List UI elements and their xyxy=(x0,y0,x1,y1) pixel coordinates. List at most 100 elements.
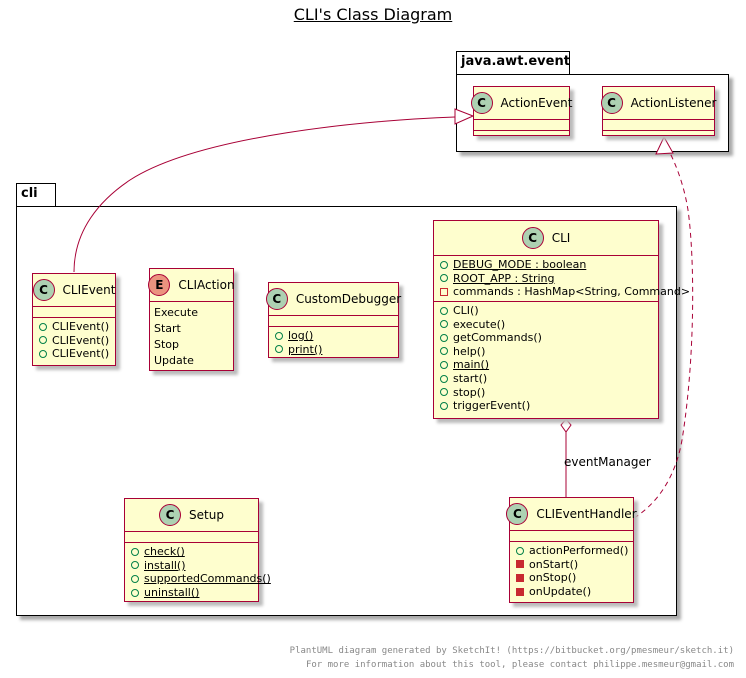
public-icon xyxy=(440,347,448,356)
public-icon xyxy=(440,260,448,269)
method-name: print() xyxy=(288,342,323,356)
realization-line xyxy=(633,152,694,519)
method-name: start() xyxy=(453,372,488,386)
class-name: CLIAction xyxy=(178,278,235,292)
class-name: CLI xyxy=(551,231,571,245)
package-tab-cli: cli xyxy=(16,183,56,207)
fields-section xyxy=(474,120,569,131)
class-icon: C xyxy=(470,92,493,114)
method-name: check() xyxy=(144,545,185,559)
fields-section: DEBUG_MODE : boolean ROOT_APP : String c… xyxy=(434,256,690,302)
fields-section xyxy=(510,531,633,542)
method-name: uninstall() xyxy=(144,586,200,600)
method-row: onUpdate() xyxy=(516,585,627,599)
class-action-listener[interactable]: C ActionListener xyxy=(600,86,716,136)
method-row: supportedCommands() xyxy=(131,572,271,586)
method-name: CLIEvent() xyxy=(52,320,110,334)
method-name: main() xyxy=(453,358,490,372)
enum-cli-action[interactable]: E CLIAction Execute Start Stop Update xyxy=(148,268,235,371)
package-name: java.awt.event xyxy=(461,54,570,69)
method-name: CLI() xyxy=(453,304,479,318)
class-icon: C xyxy=(32,279,55,301)
method-row: print() xyxy=(275,343,392,357)
method-row: actionPerformed() xyxy=(516,544,629,558)
methods-section: CLI() execute() getCommands() help() mai… xyxy=(434,302,658,415)
method-row: help() xyxy=(440,345,652,359)
method-row: check() xyxy=(131,545,252,559)
generalization-arrowhead xyxy=(454,108,475,125)
footer-line-2: For more information about this tool, pl… xyxy=(305,660,734,670)
method-name: actionPerformed() xyxy=(529,544,629,558)
method-row: uninstall() xyxy=(131,586,252,600)
class-cli[interactable]: C CLI DEBUG_MODE : boolean ROOT_APP : St… xyxy=(433,220,690,419)
public-icon xyxy=(131,547,139,556)
field-name: DEBUG_MODE : boolean xyxy=(453,258,587,272)
enum-value: Start xyxy=(154,322,181,335)
method-row: main() xyxy=(440,358,652,372)
public-icon xyxy=(440,401,448,410)
fields-section xyxy=(33,307,115,318)
package-name: cli xyxy=(21,186,38,201)
method-row: triggerEvent() xyxy=(440,399,652,413)
class-icon: C xyxy=(600,92,623,114)
method-name: stop() xyxy=(453,385,486,399)
field-row: commands : HashMap<String, Command> xyxy=(440,285,690,299)
public-icon xyxy=(440,374,448,383)
field-row: DEBUG_MODE : boolean xyxy=(440,258,652,272)
public-icon xyxy=(39,322,47,331)
class-icon: C xyxy=(521,227,544,249)
public-icon xyxy=(440,306,448,315)
enum-value: Update xyxy=(154,354,194,367)
class-header: C CLI xyxy=(434,221,658,256)
method-name: supportedCommands() xyxy=(144,572,271,586)
public-icon xyxy=(440,320,448,329)
method-name: CLIEvent() xyxy=(52,333,110,347)
method-row: onStop() xyxy=(516,571,627,585)
enum-value: Stop xyxy=(154,338,180,351)
fields-section xyxy=(125,532,258,543)
method-row: CLIEvent() xyxy=(39,334,109,348)
class-header: E CLIAction xyxy=(148,269,235,302)
class-header: C CLIEventHandler xyxy=(506,498,637,531)
aggregation-diamond xyxy=(560,418,572,433)
class-header: C Setup xyxy=(125,499,258,532)
class-header: C ActionListener xyxy=(600,87,716,120)
class-setup[interactable]: C Setup check() install() supportedComma… xyxy=(124,498,271,602)
method-name: onStart() xyxy=(529,557,579,571)
method-row: getCommands() xyxy=(440,331,652,345)
method-name: help() xyxy=(453,344,486,358)
class-name: CLIEvent xyxy=(62,283,116,297)
class-icon: C xyxy=(159,504,182,526)
public-icon xyxy=(275,331,283,340)
class-name: CustomDebugger xyxy=(295,292,402,306)
method-name: getCommands() xyxy=(453,331,542,345)
public-icon xyxy=(440,388,448,397)
class-custom-debugger[interactable]: C CustomDebugger log() print() xyxy=(265,282,402,358)
method-row: install() xyxy=(131,559,252,573)
methods-section xyxy=(603,131,714,141)
private-icon xyxy=(516,573,524,582)
class-cli-event-handler[interactable]: C CLIEventHandler actionPerformed() onSt… xyxy=(506,497,637,603)
method-row: log() xyxy=(275,329,392,343)
footer-line-1: PlantUML diagram generated by SketchIt! … xyxy=(289,646,734,656)
methods-section xyxy=(474,131,569,141)
public-icon xyxy=(39,336,47,345)
class-cli-event[interactable]: C CLIEvent CLIEvent() CLIEvent() CLIEven… xyxy=(32,273,116,366)
private-icon xyxy=(516,587,524,596)
class-header: C CustomDebugger xyxy=(265,283,402,316)
methods-section: check() install() supportedCommands() un… xyxy=(125,543,271,601)
method-name: CLIEvent() xyxy=(52,347,110,361)
field-row: ROOT_APP : String xyxy=(440,272,652,286)
diagram-title: CLI's Class Diagram xyxy=(293,5,453,24)
realization-arrowhead xyxy=(655,135,674,155)
class-action-event[interactable]: C ActionEvent xyxy=(470,86,572,136)
methods-section: actionPerformed() onStart() onStop() onU… xyxy=(510,542,633,600)
public-icon xyxy=(39,349,47,358)
class-icon: C xyxy=(265,288,288,310)
method-row: start() xyxy=(440,372,652,386)
method-row: execute() xyxy=(440,317,652,331)
method-name: execute() xyxy=(453,317,506,331)
method-name: install() xyxy=(144,558,186,572)
fields-section xyxy=(603,120,714,131)
